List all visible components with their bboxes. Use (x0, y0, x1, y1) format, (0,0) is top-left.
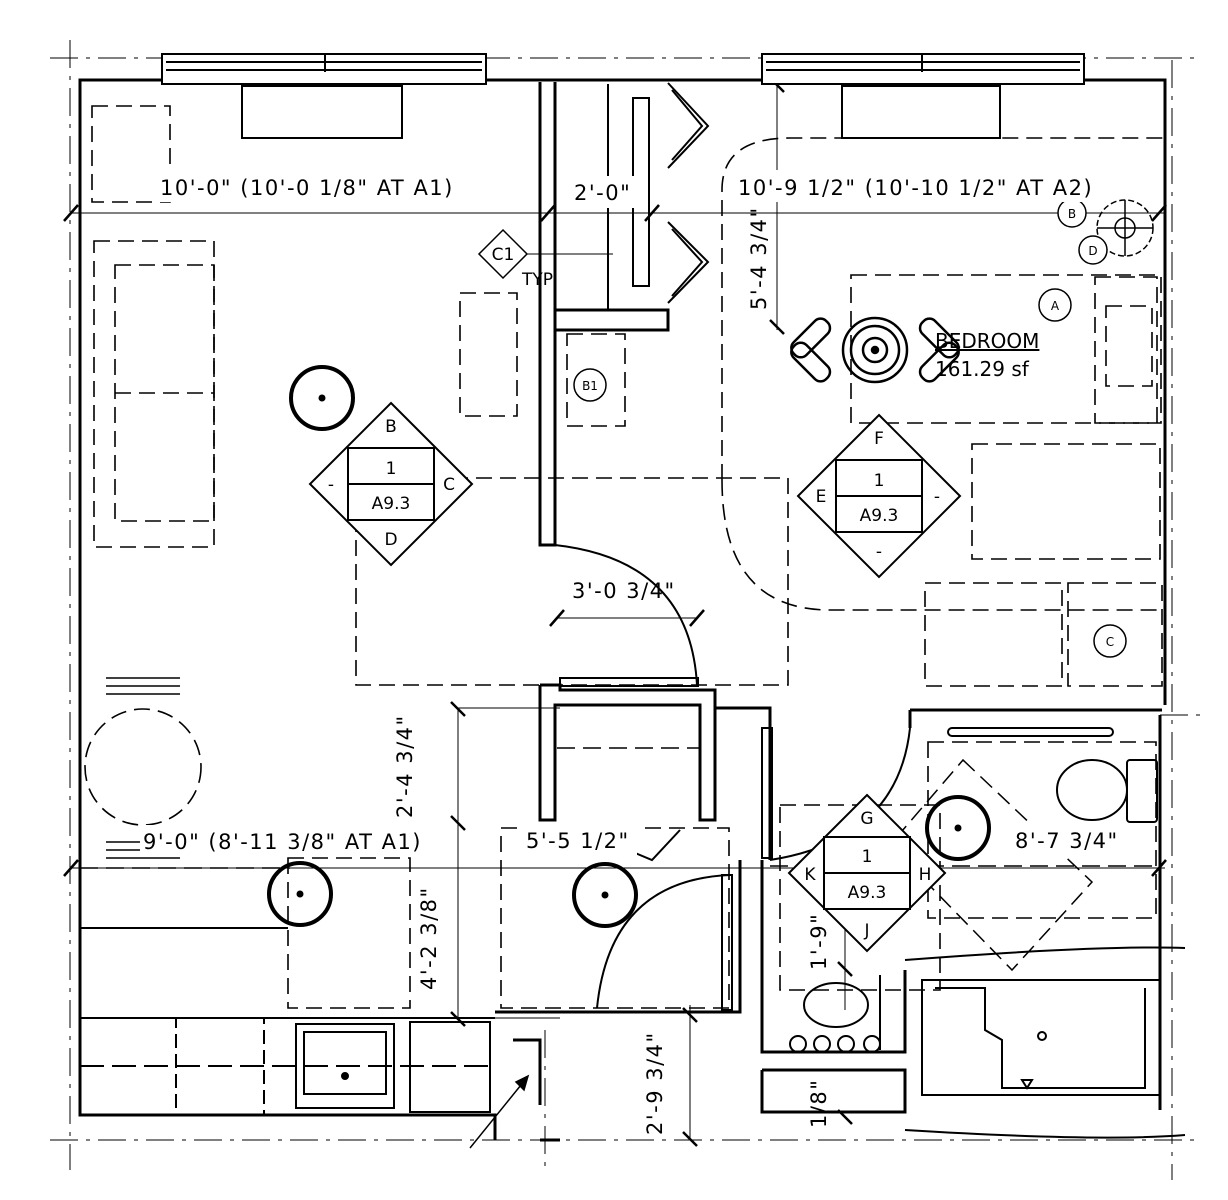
door-swing-icon (554, 544, 911, 1011)
marker-left: - (328, 475, 334, 495)
marker-bottom: - (876, 542, 882, 562)
dim-shelf-depth: 1/8" (807, 1079, 831, 1128)
towel-bar (904, 727, 1186, 1139)
dim-entry-depth: 2'-9 3/4" (643, 1031, 667, 1135)
dim-hall-depth: 2'-4 3/4" (393, 714, 417, 818)
marker-bottom: D (384, 530, 397, 550)
elevation-marker-living: B C D - 1 A9.3 (308, 401, 474, 567)
tag-d: D (1088, 244, 1097, 258)
dim-door-width: 3'-0 3/4" (572, 579, 676, 603)
typ-label: TYP (521, 270, 553, 290)
marker-number: 1 (386, 459, 397, 479)
kitchen-counter (80, 927, 495, 1116)
ceiling-fan-icon (790, 316, 960, 384)
toilet-icon (1056, 759, 1158, 823)
tag-b: B (1068, 207, 1076, 221)
tag-c: C (1106, 635, 1114, 649)
svg-text:C1: C1 (492, 245, 515, 265)
dim-bedroom-depth: 5'-4 3/4" (747, 206, 771, 310)
sink-icon (295, 1023, 395, 1109)
dimension-ticks (63, 77, 1167, 1147)
dim-living-width: 10'-0" (10'-0 1/8" AT A1) (160, 176, 454, 200)
marker-top: B (385, 417, 397, 437)
dim-bath-width: 8'-7 3/4" (1015, 829, 1119, 853)
elevation-marker-bedroom: F - - E 1 A9.3 (796, 413, 962, 579)
marker-bottom: J (863, 921, 869, 941)
grid-lines (50, 40, 1205, 1180)
light-fixture-icon (267, 365, 991, 928)
tag-b1: B1 (582, 379, 598, 393)
dim-hall-width: 5'-5 1/2" (526, 829, 630, 853)
dim-kitchen-depth: 4'-2 3/8" (417, 886, 441, 990)
room-name: BEDROOM (935, 329, 1039, 353)
marker-sheet: A9.3 (848, 883, 887, 903)
bath-mat (888, 758, 1094, 972)
tag-a: A (1051, 299, 1060, 313)
baseboard-heaters (241, 85, 1001, 139)
bathtub-icon (921, 979, 1161, 1096)
marker-top: F (874, 429, 884, 449)
marker-right: - (934, 487, 940, 507)
marker-sheet: A9.3 (372, 494, 411, 514)
walls (78, 78, 1167, 1142)
wall-type-tag: C1 TYP (477, 228, 613, 290)
equipment-tags (573, 198, 1127, 658)
marker-left: K (804, 865, 816, 885)
marker-number: 1 (874, 471, 885, 491)
marker-right: H (919, 865, 932, 885)
marker-right: C (443, 475, 455, 495)
windows (161, 53, 1085, 85)
elevation-marker-bath: G H J K 1 A9.3 (787, 793, 947, 953)
room-area: 161.29 sf (935, 357, 1030, 381)
marker-number: 1 (862, 847, 873, 867)
exhaust-fan-icon (1096, 199, 1154, 257)
marker-sheet: A9.3 (860, 506, 899, 526)
marker-top: G (860, 809, 873, 829)
dimension-labels: 10'-0" (10'-0 1/8" AT A1) 2'-0" 10'-9 1/… (140, 170, 1132, 1135)
entry-arrow-icon (469, 1074, 530, 1149)
dim-bedroom-width: 10'-9 1/2" (10'-10 1/2" AT A2) (738, 176, 1093, 200)
dim-wash-depth: 1'-9" (807, 913, 831, 970)
vanity-sink-icon (789, 975, 881, 1053)
dim-closet-width: 2'-0" (574, 181, 631, 205)
dim-kitchen-width: 9'-0" (8'-11 3/8" AT A1) (143, 830, 422, 854)
marker-left: E (816, 487, 827, 507)
